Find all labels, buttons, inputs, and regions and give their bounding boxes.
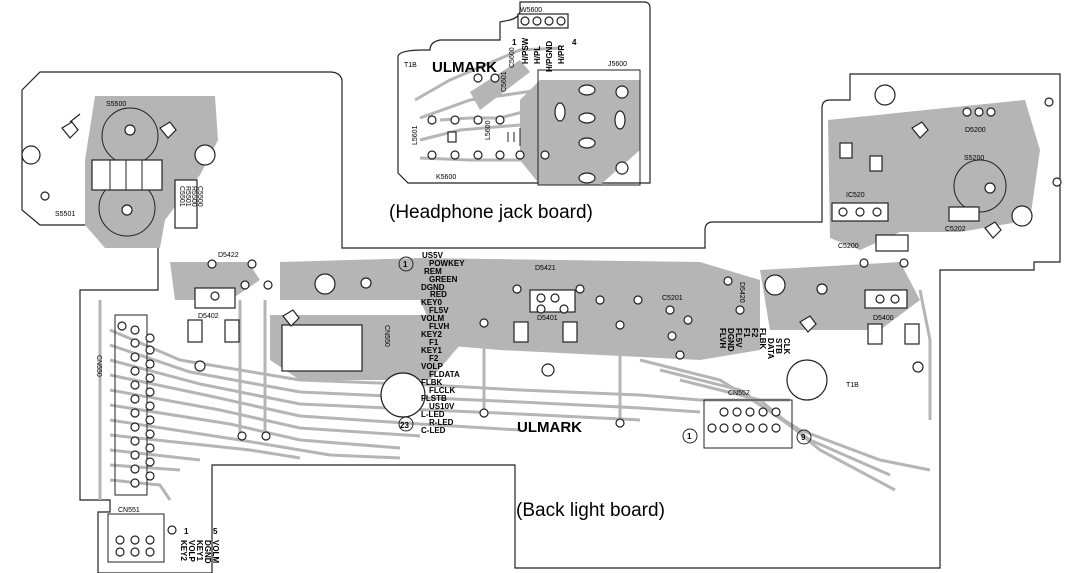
w5600-pin-3: H/PGND (545, 41, 554, 72)
cn550-pin-2: POWKEY (429, 259, 465, 268)
cn552-pin-label-1: CLK (782, 338, 791, 355)
cn550-pin-18: FLCLK (429, 386, 455, 395)
s5200-label: S5200 (964, 155, 984, 162)
cn550-pin-10: FLVH (429, 322, 450, 331)
t1b-headphone: T1B (404, 62, 417, 69)
cn550-pin-23: C-LED (421, 426, 446, 435)
cn551-pin-label-5: KEY2 (179, 540, 188, 561)
d5401-label: D5401 (537, 315, 558, 322)
cn550-pin-19: FLSTB (421, 394, 447, 403)
cn550-pin-1: US5V (422, 251, 444, 260)
stack-c5501: C5501 (178, 186, 185, 207)
backlight-caption: (Back light board) (516, 500, 665, 521)
cn552-pin-label-5: F2 (750, 328, 759, 338)
cn550-pin-3: REM (424, 267, 442, 276)
c5600-label: C5600 (509, 47, 516, 68)
cn551-pin-last: 5 (213, 527, 218, 536)
cn552-pin-label-4: FLBK (758, 328, 767, 350)
c5200-label: C5200 (838, 243, 859, 250)
c5202-label: C5202 (945, 226, 966, 233)
cn552-label: CN552 (728, 390, 750, 397)
stack-r5500: R5500 (190, 186, 197, 207)
cn551-pin-label-2: DGND (203, 540, 212, 564)
cn550-pin-4: GREEN (429, 275, 458, 284)
cn550-pin-14: F2 (429, 354, 439, 363)
cn550-label: CN550 (383, 325, 390, 347)
cn552-pin-label-3: DATA (766, 338, 775, 359)
stack-c5500: C5500 (196, 186, 203, 207)
cn550-pin-8: FL5V (429, 306, 449, 315)
cn552-pin-labels: CLK STB DATA FLBK F2 F1 FL5V DGND FLVH (718, 328, 791, 359)
cn550-pin-last: 23 (400, 421, 409, 430)
d5421-label: D5421 (535, 265, 556, 272)
cn551-pin-label-4: VOLP (187, 540, 196, 562)
cn550-pin-labels: US5V POWKEY REM GREEN DGND RED KEY0 FL5V… (421, 251, 465, 435)
cn552-pin-first: 1 (687, 432, 692, 441)
cn552-pin-label-8: DGND (726, 328, 735, 352)
cn551-pin-first: 1 (184, 527, 189, 536)
c5201-label: C5201 (662, 295, 683, 302)
l5600-label: L5600 (485, 120, 492, 140)
w5600-pin-1: H/PSW (521, 37, 530, 64)
headphone-caption: (Headphone jack board) (389, 202, 593, 223)
cn550-pin-15: VOLP (421, 362, 443, 371)
d5200-label: D5200 (965, 127, 986, 134)
d5422-label: D5422 (218, 252, 239, 259)
cn550-pin-20: US10V (429, 402, 455, 411)
cn550-pin-16: FLDATA (429, 370, 460, 379)
ulmark-headphone: ULMARK (432, 59, 497, 76)
ic520-label: IC520 (846, 192, 865, 199)
cn552-pin-label-9: FLVH (718, 328, 727, 349)
c5601-label: C5601 (501, 71, 508, 92)
w5600-label: W5600 (520, 7, 542, 14)
d5402-label: D5402 (198, 313, 219, 320)
cn550-pin-22: R-LED (429, 418, 454, 427)
cn552-pin-label-6: F1 (742, 328, 751, 338)
cn551-label: CN551 (118, 507, 140, 514)
d5420-label: D5420 (738, 282, 745, 303)
w5600-pin-last: 4 (572, 38, 577, 47)
j5600-label: J5600 (608, 61, 627, 68)
d5400-label: D5400 (873, 315, 894, 322)
cn550-pin-13: KEY1 (421, 346, 442, 355)
cn552-pin-last: 9 (801, 433, 806, 442)
k5600-label: K5600 (436, 174, 456, 181)
s5500-label: S5500 (106, 101, 126, 108)
cn551-pin-labels: VOLM DGND KEY1 VOLP KEY2 (179, 540, 220, 564)
cn550-pin-first: 1 (403, 260, 408, 269)
back-light-board (21, 71, 1062, 573)
t1b-backlight: T1B (846, 382, 859, 389)
cn550-pin-5: DGND (421, 283, 445, 292)
l5601-label: L5601 (412, 125, 419, 145)
cn550-pin-21: L-LED (421, 410, 445, 419)
cn550-side-label: CN550 (95, 355, 102, 377)
w5600-pin-4: H/PR (557, 45, 566, 64)
cn550-pin-9: VOLM (421, 314, 444, 323)
s5501-label: S5501 (55, 211, 75, 218)
cn551-pin-label-3: KEY1 (195, 540, 204, 561)
cn552-pin-label-7: FL5V (734, 328, 743, 348)
w5600-pin-2: H/PL (533, 46, 542, 64)
ulmark-backlight: ULMARK (517, 419, 582, 436)
cn550-pin-6: RED (430, 290, 447, 299)
headphone-jack-board (397, 1, 651, 186)
stack-r5501: R5501 (184, 186, 191, 207)
cn550-pin-7: KEY0 (421, 298, 442, 307)
cn550-pin-17: FLBK (421, 378, 443, 387)
cn550-pin-12: F1 (429, 338, 439, 347)
cn552-pin-label-2: STB (774, 338, 783, 354)
w5600-pin-first: 1 (512, 38, 517, 47)
cn551-pin-label-1: VOLM (211, 540, 220, 563)
cn550-pin-11: KEY2 (421, 330, 442, 339)
